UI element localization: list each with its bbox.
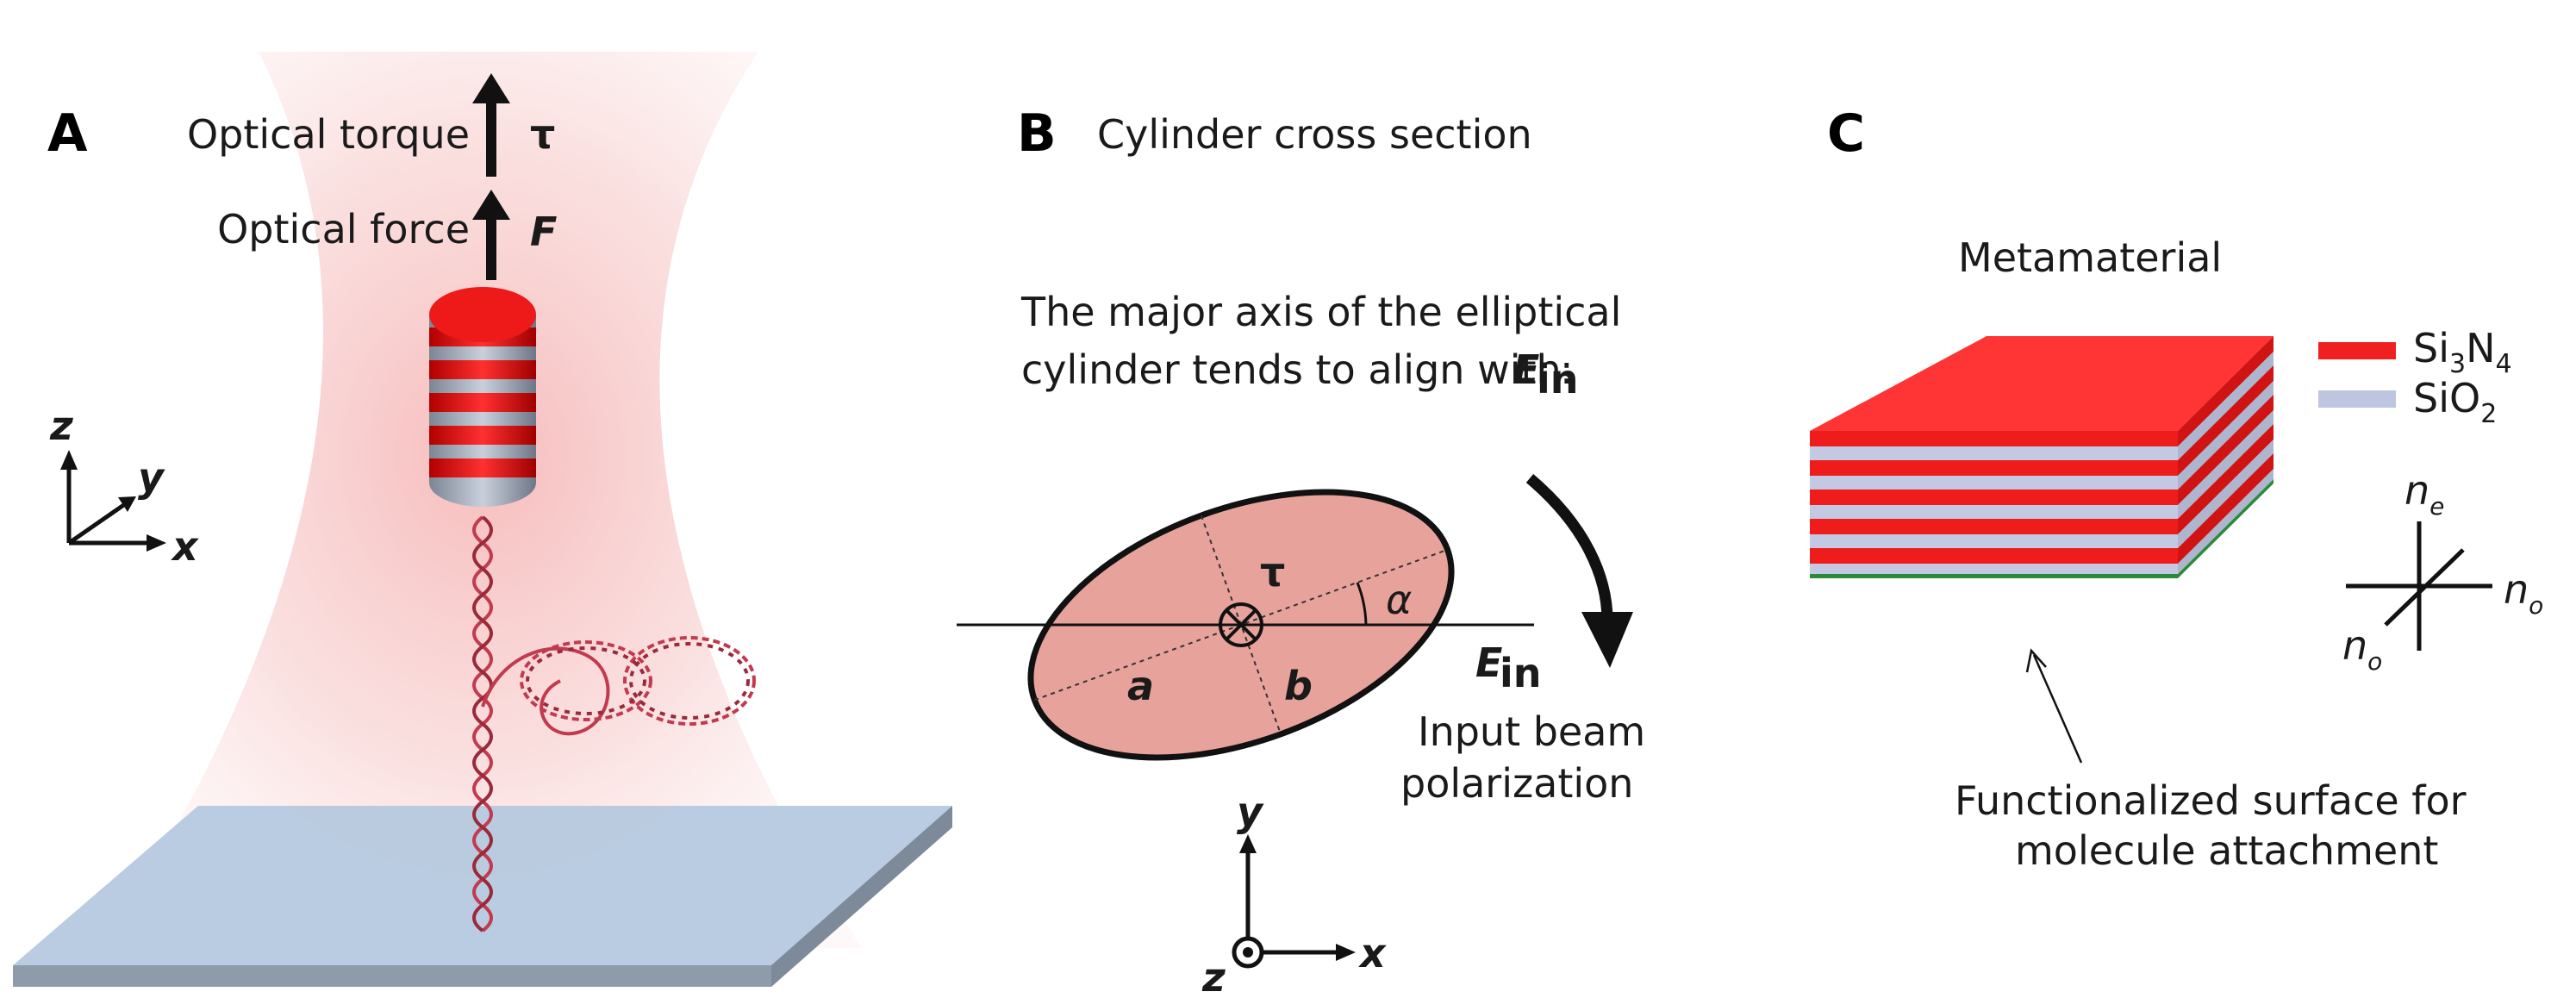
panel-c-letter: C (1827, 103, 1865, 164)
axis-b-x-label: x (1358, 930, 1387, 976)
axis-b-z-dot (1243, 947, 1253, 957)
n-e: ne (2404, 467, 2444, 521)
caption-e-sub: in (1537, 356, 1579, 402)
beam-line2: polarization (1400, 760, 1633, 807)
panel-a-letter: A (47, 103, 88, 164)
beam-line1: Input beam (1418, 708, 1645, 755)
metamaterial-cylinder (429, 287, 536, 507)
torque-x-stroke2 (1225, 608, 1257, 641)
panel-a: A Optical torque τ Optical force F z y x (13, 52, 952, 987)
force-arrow-head (472, 190, 510, 220)
field-e: E (1475, 639, 1502, 686)
panel-c-title: Metamaterial (1958, 234, 2222, 281)
glass-slide-top (13, 806, 952, 965)
axis-b-x-head (1336, 944, 1356, 961)
axis-b-z-label: z (1201, 954, 1226, 998)
semi-axis-a: a (1127, 663, 1154, 709)
panel-b-caption-line1: The major axis of the elliptical (1020, 289, 1621, 335)
axis-a-z-label: z (49, 402, 73, 449)
panel-c: C Metamaterial (1810, 103, 2543, 874)
surface-pointer-head (2025, 648, 2047, 673)
panel-b-title: Cylinder cross section (1097, 111, 1532, 158)
torque-into-page (1219, 602, 1263, 647)
axis-b-y-label: y (1237, 789, 1264, 835)
surface-line1: Functionalized surface for (1955, 777, 2467, 824)
torque-arrow-head (472, 73, 510, 103)
panel-b-caption-line2: cylinder tends to align with (1021, 346, 1562, 393)
axis-a-y-label: y (138, 454, 165, 501)
legend-si3n4-swatch (2318, 342, 2396, 359)
axis-a-z-head (60, 450, 78, 470)
panel-b-letter: B (1017, 103, 1057, 164)
force-symbol: F (530, 209, 557, 255)
semi-axis-b: b (1284, 663, 1313, 709)
caption-e: E (1513, 346, 1539, 393)
axis-a-x-head (147, 534, 166, 552)
dna-tether (472, 515, 493, 933)
glass-slide-side (771, 806, 952, 987)
n-o-left: no (2342, 622, 2382, 676)
rotation-arrow-head (1581, 612, 1633, 668)
axis-a-y-head (118, 496, 136, 512)
legend-sio2-swatch (2318, 390, 2396, 408)
axis-b-y-head (1239, 834, 1257, 853)
rotation-arrow (1525, 474, 1613, 621)
optic-axes (2346, 521, 2492, 651)
angle-arc (1356, 582, 1368, 626)
axis-a-x-label: x (171, 523, 199, 570)
torque-symbol: τ (530, 111, 555, 158)
torque-symbol-b: τ (1260, 549, 1285, 596)
n-o-right: no (2504, 566, 2543, 620)
dna-loops (481, 636, 756, 736)
glass-slide-edge (13, 965, 771, 987)
force-label: Optical force (217, 206, 470, 253)
legend-si3n4: Si3N4 (2413, 325, 2512, 379)
legend-sio2: SiO2 (2413, 375, 2497, 429)
panel-b: B Cylinder cross section The major axis … (957, 103, 1645, 998)
slab-front (1810, 431, 2178, 578)
surface-line2: molecule attachment (2015, 827, 2438, 874)
torque-label: Optical torque (187, 111, 470, 158)
slab-side (2178, 336, 2273, 578)
caption-colon: : (1560, 346, 1574, 393)
surface-pointer (2032, 654, 2083, 764)
slab-top (1810, 336, 2273, 431)
metamaterial-slab (1810, 336, 2273, 578)
axes-a (66, 465, 151, 546)
field-e-sub: in (1500, 650, 1542, 696)
angle-symbol: α (1386, 577, 1412, 623)
